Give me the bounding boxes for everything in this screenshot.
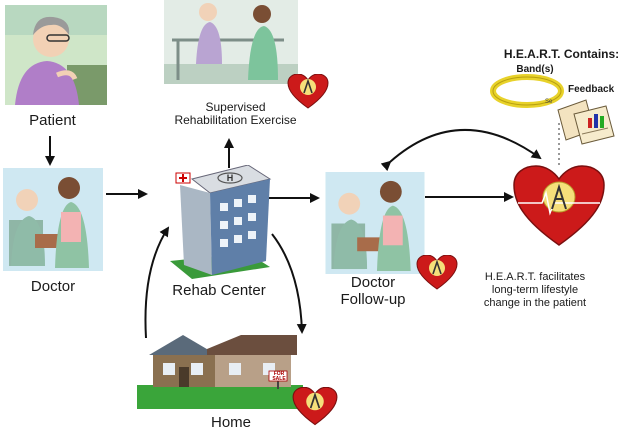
for-sale-sign-text: FOR SALE xyxy=(272,371,286,382)
doctor-followup-label-line2: Follow-up xyxy=(340,291,406,308)
heart-icon-followup xyxy=(416,255,458,290)
sensor-label: Se xyxy=(545,99,553,105)
feedback-docs-icon xyxy=(557,99,615,145)
band-icon xyxy=(490,74,564,108)
home-label: Home xyxy=(210,414,251,431)
supervised-label-line1: Supervised xyxy=(205,100,266,114)
patient-illustration xyxy=(5,5,107,105)
arrow-home-to-rehab xyxy=(144,226,170,339)
supervised-exercise-illustration xyxy=(164,0,298,84)
hospital-sign-h: H xyxy=(226,173,234,183)
heart-icon-home xyxy=(292,387,338,426)
doctor-label: Doctor xyxy=(30,278,76,295)
arrow-rehab-to-home xyxy=(271,233,307,334)
doctor-illustration xyxy=(3,168,103,271)
patient-label: Patient xyxy=(29,112,76,129)
feedback-label: Feedback xyxy=(568,84,615,95)
rehab-center-label: Rehab Center xyxy=(172,282,266,299)
facilitates-line1: H.E.A.R.T. facilitates xyxy=(484,271,586,283)
home-illustration xyxy=(137,335,303,409)
rehab-center-building xyxy=(170,165,272,279)
doctor-followup-label-line1: Doctor xyxy=(350,274,396,291)
doctor-followup-illustration xyxy=(325,172,425,274)
bands-label: Band(s) xyxy=(516,64,554,75)
facilitates-line3: change in the patient xyxy=(483,297,587,309)
heart-icon-supervised xyxy=(287,74,329,109)
heart-contains-title: H.E.A.R.T. Contains: xyxy=(503,47,620,61)
heart-device-icon xyxy=(513,165,605,246)
supervised-label-line2: Rehabilitation Exercise xyxy=(174,113,297,127)
facilitates-line2: long-term lifestyle xyxy=(491,284,579,296)
arrow-followup-heart-cycle xyxy=(380,129,542,172)
